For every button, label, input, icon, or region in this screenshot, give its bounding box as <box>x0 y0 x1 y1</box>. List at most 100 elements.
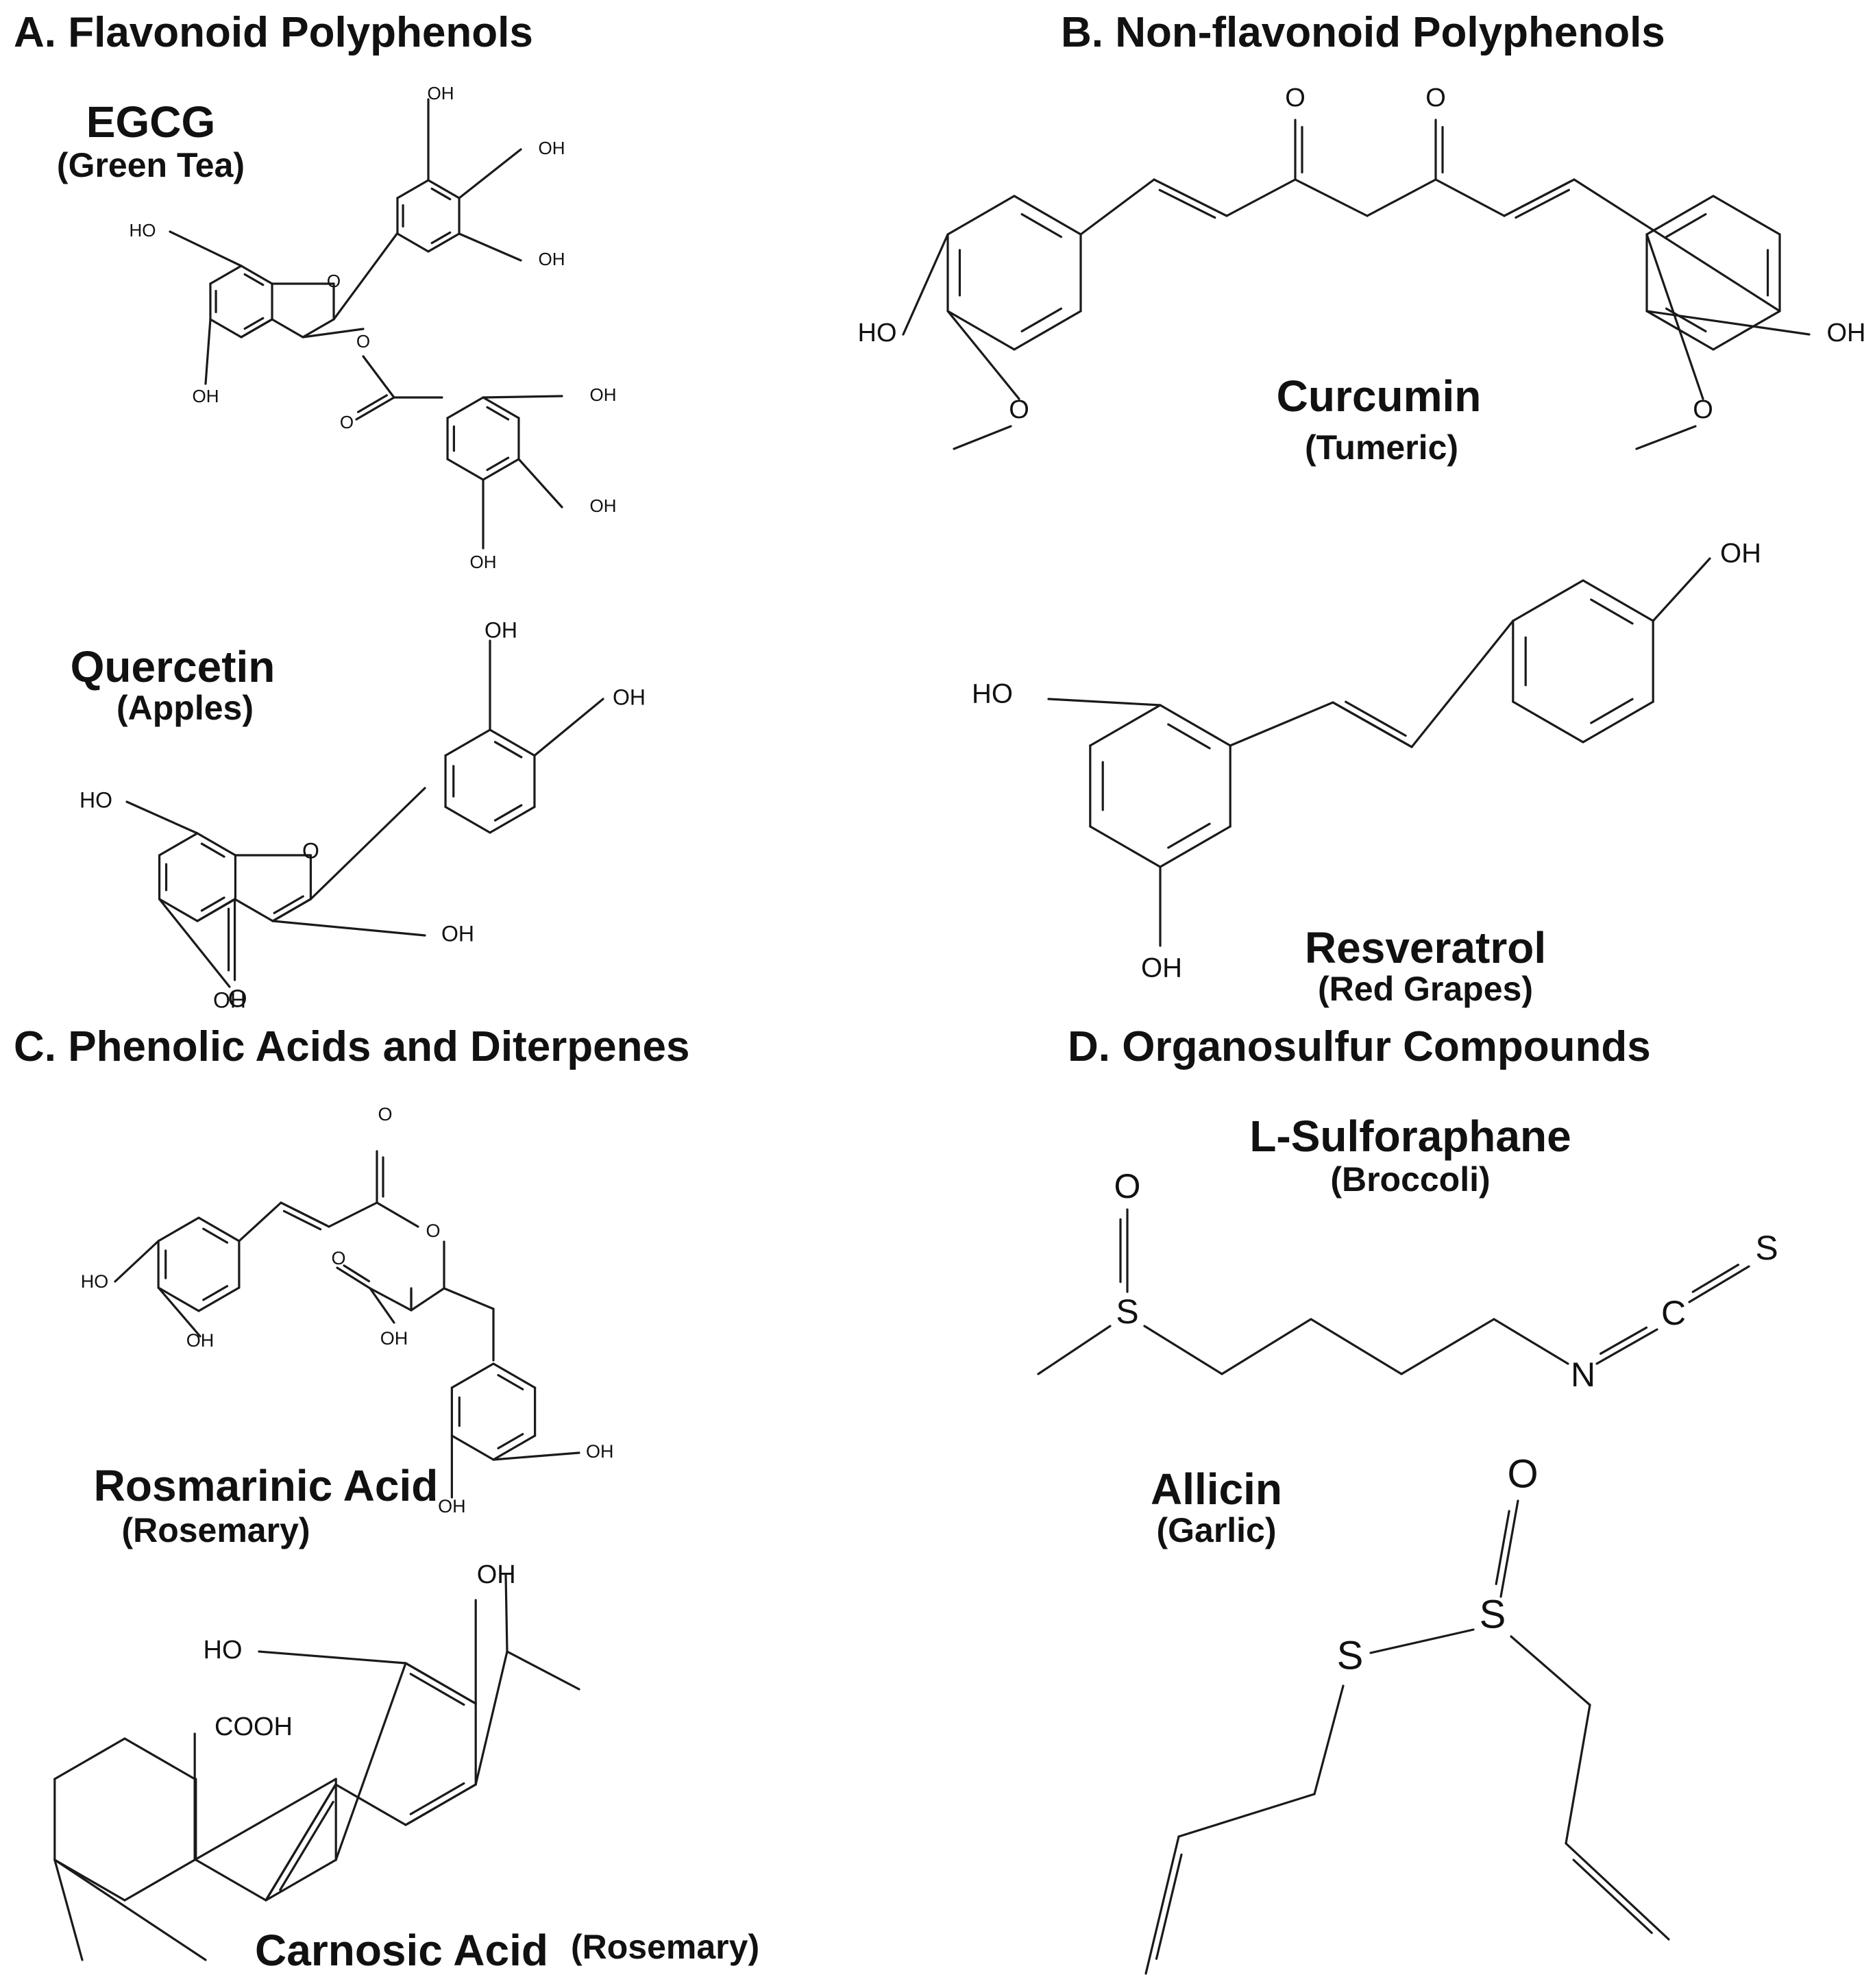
bond <box>1499 1499 1519 1598</box>
bond <box>193 1778 337 1861</box>
bond <box>158 898 199 922</box>
bond <box>444 728 491 757</box>
resveratrol-structure: Resveratrol (Red Grapes) <box>1305 923 1546 1008</box>
bond <box>197 1286 241 1312</box>
atom-label: S <box>1755 1229 1778 1267</box>
bond <box>1089 704 1162 747</box>
bond <box>396 179 430 199</box>
bond <box>497 1374 524 1390</box>
atom-label: HO <box>79 787 112 812</box>
bond <box>1155 1853 1183 1960</box>
bond <box>209 318 243 339</box>
bond <box>1512 700 1584 744</box>
curcumin-structure: Curcumin (Tumeric) <box>1277 371 1482 467</box>
bond <box>409 1673 465 1706</box>
atom-label: O <box>1009 395 1029 424</box>
bond <box>53 1737 126 1780</box>
bond <box>489 728 536 757</box>
bond <box>280 1201 330 1228</box>
bond <box>1645 310 1811 336</box>
bond <box>427 232 461 253</box>
bond <box>302 328 365 339</box>
carnosic-source: (Rosemary) <box>571 1928 759 1966</box>
resveratrol-source: (Red Grapes) <box>1318 970 1533 1008</box>
atom-label: O <box>1507 1451 1538 1496</box>
bond <box>1645 233 1704 400</box>
bond <box>446 458 485 481</box>
atom-label: OH <box>485 617 517 642</box>
bond <box>1503 178 1576 217</box>
bond <box>1582 579 1654 622</box>
bond <box>409 1782 465 1815</box>
rosmarinic-name: Rosmarinic Acid <box>94 1461 439 1510</box>
bond <box>1410 619 1515 748</box>
atom-label: OH <box>380 1328 408 1349</box>
atom-label: OH <box>438 1496 466 1517</box>
sulforaphane-source: (Broccoli) <box>1330 1160 1490 1199</box>
atom-label: O <box>1693 395 1713 424</box>
atom-label: COOH <box>215 1713 293 1741</box>
bond <box>125 800 199 835</box>
bond <box>902 233 949 336</box>
bond <box>265 1858 337 1902</box>
bond <box>233 898 274 922</box>
bond <box>1495 1510 1510 1586</box>
bond <box>202 1285 229 1301</box>
atom-label: OH <box>477 1560 516 1589</box>
bond <box>482 395 563 399</box>
atom-label: OH <box>1827 319 1866 347</box>
quercetin-name: Quercetin <box>71 642 275 691</box>
bond <box>533 698 604 757</box>
bond <box>1565 1704 1591 1845</box>
bond <box>497 1433 524 1449</box>
bond <box>492 1451 580 1461</box>
bond <box>1153 178 1228 217</box>
bond <box>1020 212 1063 238</box>
bond <box>258 1650 407 1665</box>
bond <box>1712 310 1781 351</box>
bond <box>1366 178 1437 217</box>
bond <box>506 1650 580 1691</box>
bond <box>1332 701 1413 748</box>
bond <box>486 406 510 421</box>
bond <box>1225 178 1297 217</box>
bond <box>1688 1265 1750 1303</box>
bond <box>157 1286 200 1312</box>
bond <box>1573 178 1781 312</box>
panel-c-title: C. Phenolic Acids and Diterpenes <box>14 1023 690 1070</box>
atom-label: OH <box>470 552 497 572</box>
bond <box>302 318 335 339</box>
bond <box>504 1573 508 1653</box>
bond <box>489 805 536 834</box>
bond <box>1600 1326 1648 1355</box>
bond <box>328 1201 378 1228</box>
bond <box>202 1227 229 1244</box>
bond <box>158 898 231 988</box>
bond <box>196 898 236 922</box>
bond <box>430 187 452 201</box>
bond <box>1665 212 1707 238</box>
bond <box>446 396 485 419</box>
quercetin-source: (Apples) <box>117 689 254 727</box>
resveratrol-name: Resveratrol <box>1305 923 1546 972</box>
bond <box>200 842 225 858</box>
atom-label: OH <box>428 83 454 103</box>
bond <box>404 1783 477 1826</box>
atom-label: HO <box>130 220 156 241</box>
bond <box>1369 1628 1475 1654</box>
atom-label: OH <box>1141 953 1182 983</box>
bond <box>240 318 273 339</box>
bond <box>458 148 522 199</box>
bond <box>1645 195 1715 236</box>
atom-label: O <box>340 412 354 432</box>
bond <box>474 1650 508 1786</box>
bond <box>443 1287 495 1310</box>
atom-label: O <box>228 985 247 1013</box>
bond <box>196 832 237 857</box>
bond <box>271 920 426 937</box>
bond <box>123 1737 196 1780</box>
